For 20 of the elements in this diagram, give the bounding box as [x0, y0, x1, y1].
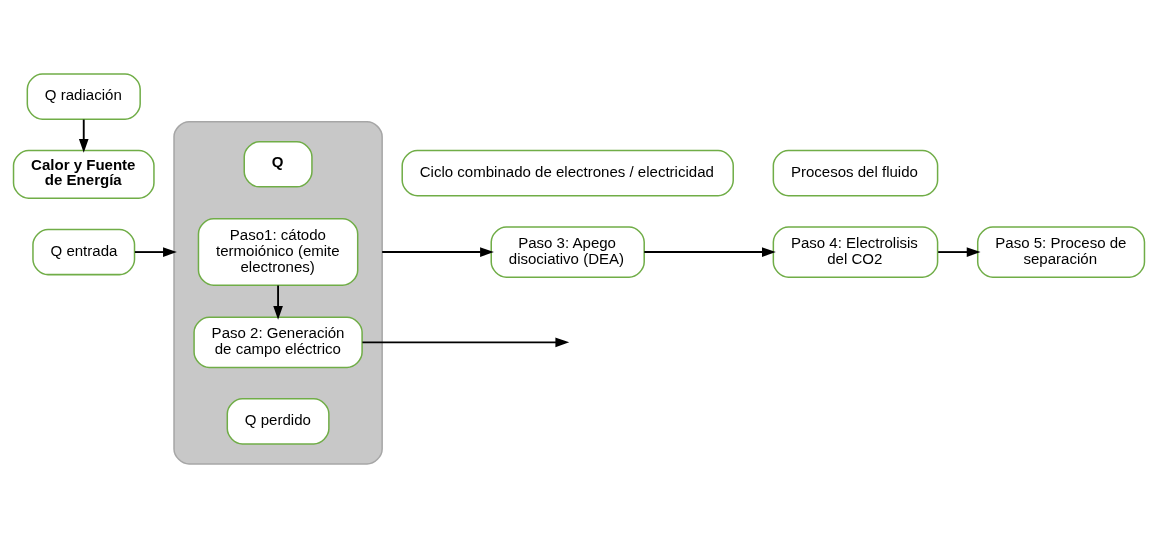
node-box: Calor y Fuente de Energía [12, 149, 155, 199]
arrow [643, 246, 776, 257]
node-box: Paso 5: Proceso de separación [976, 225, 1146, 278]
node-box: Ciclo combinado de electrones / electricidad [401, 149, 734, 196]
arrow [381, 246, 494, 257]
arrow [937, 246, 981, 257]
cluster [173, 120, 383, 465]
node-box: Q perdido [226, 397, 330, 445]
arrow [78, 118, 89, 153]
node-box: Paso 3: Apego disociativo (DEA) [490, 225, 645, 278]
node-box: Paso1: cátodo termoiónico (emite electrones) [197, 217, 359, 286]
arrow [133, 246, 177, 257]
node-box: Paso 2: Generación de campo eléctrico [193, 316, 363, 368]
node-box: Q [243, 140, 313, 188]
node-box: Q radiación [26, 72, 141, 120]
node-box: Q entrada [32, 228, 136, 275]
arrow [273, 284, 283, 320]
arrow [361, 337, 570, 347]
node-box: Paso 4: Electrolisis del CO2 [772, 225, 939, 278]
node-box: Procesos del fluido [772, 149, 939, 196]
